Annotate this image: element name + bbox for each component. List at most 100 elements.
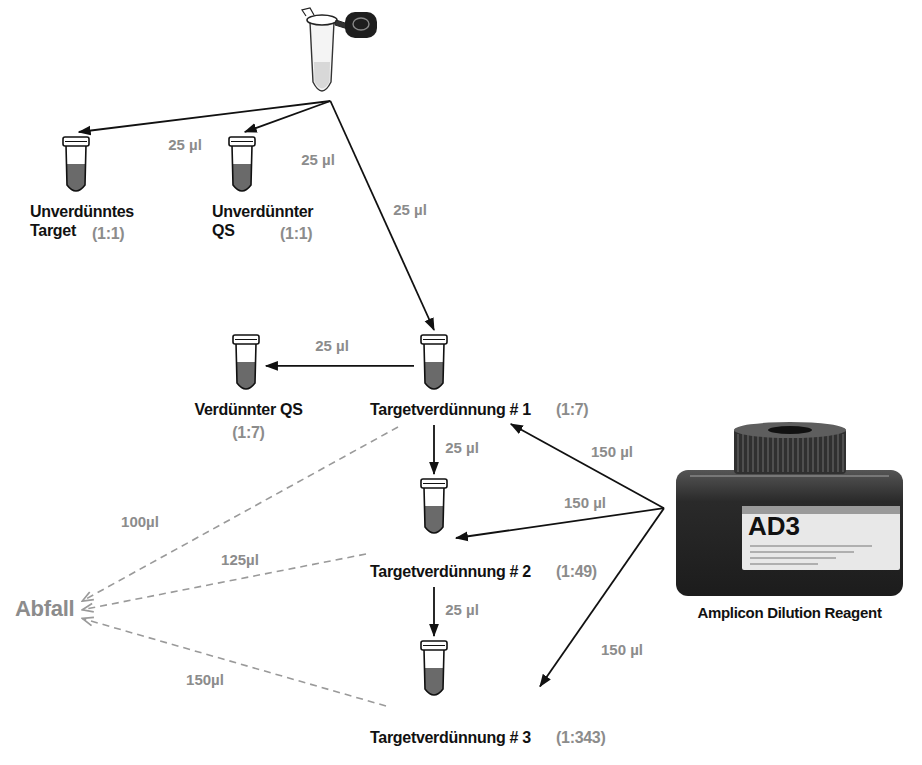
waste-arrow <box>82 427 398 601</box>
tube-cap <box>233 335 259 344</box>
tube-body <box>424 343 444 389</box>
fine-print <box>750 564 818 565</box>
reaction-tube: Targetverdünnung # 3(1:343) <box>420 640 448 698</box>
volume-label: 25 µl <box>299 151 337 169</box>
sample-tube <box>300 2 380 98</box>
tube-wall <box>232 145 252 191</box>
transfer-arrow <box>433 425 435 474</box>
tube-cap <box>229 137 255 146</box>
cap-knurl <box>752 434 754 472</box>
tube-wall <box>424 487 444 533</box>
dilution-ratio: (1:1) <box>280 224 312 243</box>
reaction-tube: Unverdünntes Target(1:1) <box>62 136 90 194</box>
tube-outline <box>420 478 448 536</box>
tube-outline <box>62 136 90 194</box>
bottle-drawing <box>672 420 907 600</box>
volume-label: 150 µl <box>599 641 645 659</box>
tube-rim <box>307 15 337 25</box>
tube-outline <box>420 640 448 698</box>
node-label: Abfall <box>15 596 74 621</box>
volume-label: 125µl <box>219 551 261 569</box>
waste-arrow <box>82 619 386 707</box>
tube-body <box>310 22 334 91</box>
volume-label: 25 µl <box>391 201 429 219</box>
cap-rim <box>231 141 253 142</box>
node-label: Unverdünnter QS <box>212 202 332 240</box>
dilution-ratio: (1:7) <box>176 423 321 442</box>
bottle-shoulder <box>690 475 889 477</box>
cap-ring <box>353 18 369 30</box>
cap-knurl <box>767 434 769 472</box>
transfer-arrow <box>433 587 435 636</box>
node-label: Targetverdünnung # 3 <box>370 728 531 747</box>
fine-print <box>750 558 836 559</box>
tube-body <box>424 649 444 695</box>
cap-knurl <box>802 434 804 472</box>
tube-cap <box>421 335 447 344</box>
transfer-arrow <box>245 101 331 132</box>
volume-label: 25 µl <box>166 136 204 154</box>
dilution-ratio: (1:1) <box>92 224 124 243</box>
node-label: Verdünnter QS <box>176 400 321 419</box>
volume-label: 150 µl <box>562 494 608 512</box>
transfer-arrow <box>540 508 664 686</box>
tube-cap <box>421 641 447 650</box>
transfer-arrow <box>456 508 664 538</box>
cap-knurl <box>747 434 749 472</box>
volume-label: 100µl <box>119 513 161 531</box>
cap-top <box>734 422 846 438</box>
sample-liquid <box>314 62 330 89</box>
tube-wall <box>424 649 444 695</box>
reagent-code: AD3 <box>748 512 800 540</box>
cap-rim <box>235 339 257 340</box>
dilution-ratio: (1:343) <box>556 728 605 747</box>
cap-knurl <box>817 434 819 472</box>
tube-cap <box>63 137 89 146</box>
cap-knurl <box>792 434 794 472</box>
transfer-arrow <box>330 101 434 330</box>
cap-knurl <box>777 434 779 472</box>
volume-label: 150µl <box>184 671 226 689</box>
transfer-arrow <box>266 365 414 367</box>
node-label: Amplicon Dilution Reagent <box>672 603 907 622</box>
volume-label: 25 µl <box>443 439 481 457</box>
sample-tube-drawing <box>300 2 380 98</box>
cap-knurl <box>807 434 809 472</box>
bottle-label <box>742 506 900 570</box>
cap-knurl <box>827 434 829 472</box>
tube-body <box>424 487 444 533</box>
cap-knurl <box>757 434 759 472</box>
cap-rim <box>423 339 445 340</box>
cap-knurl <box>812 434 814 472</box>
cap-knurl <box>832 434 834 472</box>
bottle-body <box>676 470 903 596</box>
cap-opening <box>768 426 812 434</box>
cap-knurl <box>797 434 799 472</box>
hanging-cap <box>345 12 377 38</box>
cap-knurl <box>782 434 784 472</box>
fine-print <box>750 546 872 547</box>
transfer-arrow <box>79 101 331 132</box>
cap-knurl <box>822 434 824 472</box>
reaction-tube: Targetverdünnung # 1(1:7) <box>420 334 448 392</box>
tube-cap <box>421 479 447 488</box>
volume-label: 25 µl <box>313 337 351 355</box>
node-label: Targetverdünnung # 1 <box>370 400 531 419</box>
node-label: Targetverdünnung # 2 <box>370 562 531 581</box>
cap-rim <box>423 645 445 646</box>
reagent-bottle: Amplicon Dilution Reagent <box>672 420 907 600</box>
cap-knurl <box>772 434 774 472</box>
tube-wall <box>66 145 86 191</box>
dilution-ratio: (1:49) <box>556 562 597 581</box>
reaction-tube: Targetverdünnung # 2(1:49) <box>420 478 448 536</box>
cap-knurl <box>742 434 744 472</box>
tube-wall <box>424 343 444 389</box>
reaction-tube: Unverdünnter QS(1:1) <box>228 136 256 194</box>
cap-knurl <box>737 434 739 472</box>
tube-outline <box>420 334 448 392</box>
fine-print <box>750 552 854 553</box>
volume-label: 25 µl <box>443 601 481 619</box>
tube-body <box>232 145 252 191</box>
